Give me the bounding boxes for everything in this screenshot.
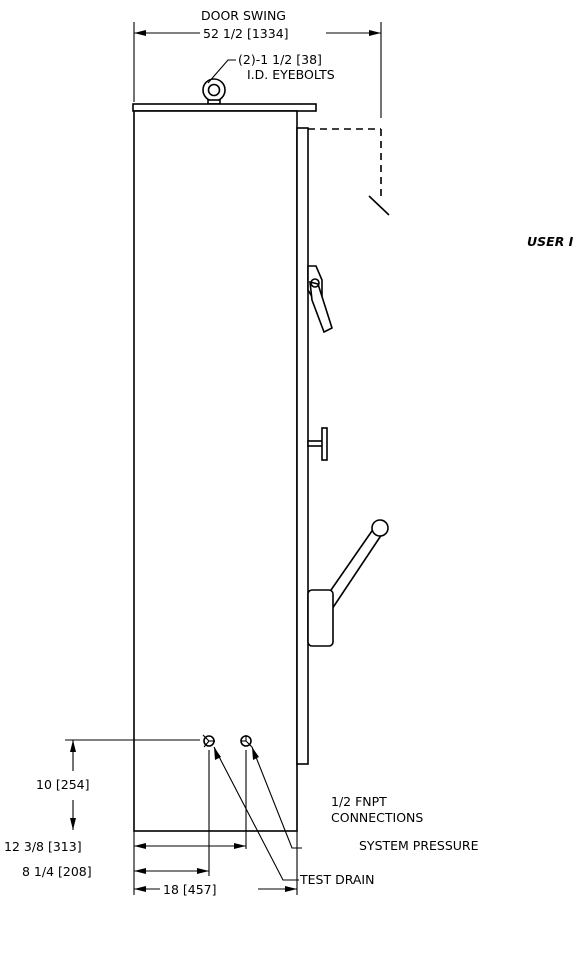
door-swing-title: DOOR SWING [201,8,286,23]
door-swing-dimension-text: 52 1/2 [1334] [203,26,289,41]
disconnect-operating-handle [307,519,389,647]
enclosure-top-cap [132,103,317,112]
enclosure-door [296,127,309,765]
fnpt-note-line1: 1/2 FNPT [331,794,387,809]
depth-18-text: 18 [457] [163,882,217,897]
offset-12-3-8-dimension: 12 3/8 [313] [4,839,246,854]
height-10-dimension-text: 10 [254] [36,777,90,792]
eyebolt-quantity-label: (2)-1 1/2 [38] [238,52,322,67]
enclosure-body [133,110,298,832]
offset-8-1-4-text: 8 1/4 [208] [22,864,92,879]
fnpt-note-line2: CONNECTIONS [331,810,423,825]
test-drain-leader: TEST DRAIN [213,746,374,887]
door-t-handle [307,427,328,461]
height-10-dimension: 10 [254] [36,739,200,830]
depth-18-dimension: 18 [457] [134,882,297,897]
eyebolt [202,78,226,105]
test-drain-fitting [202,734,215,748]
user-partial-label: USER I [527,234,574,249]
offset-12-3-8-text: 12 3/8 [313] [4,839,82,854]
offset-8-1-4-dimension: 8 1/4 [208] [22,864,209,879]
eyebolt-callout: (2)-1 1/2 [38] I.D. EYEBOLTS [207,52,335,84]
door-swing-arc [308,128,390,216]
system-pressure-label: SYSTEM PRESSURE [359,838,479,853]
door-swing-dimension: DOOR SWING 52 1/2 [1334] [133,8,382,118]
eyebolt-description-label: I.D. EYEBOLTS [247,67,335,82]
door-latch-handle [307,265,333,334]
test-drain-label: TEST DRAIN [299,872,374,887]
system-pressure-fitting [240,735,253,748]
system-pressure-leader: SYSTEM PRESSURE [251,746,479,853]
